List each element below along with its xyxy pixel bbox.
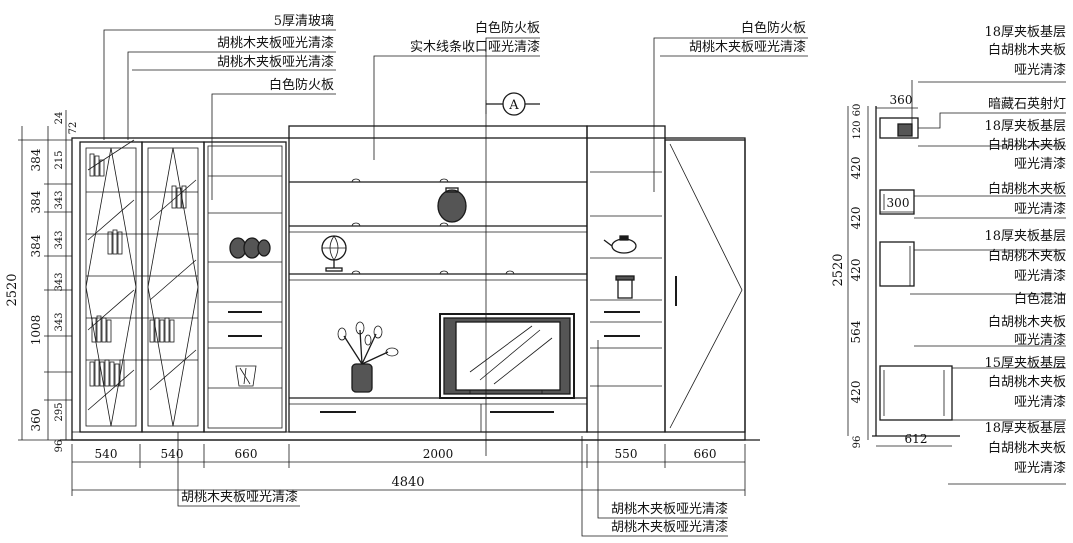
label-fireproof-left: 白色防火板 — [269, 77, 334, 93]
section-label-11: 白胡桃木夹板 — [988, 248, 1066, 264]
label-walnut-bottom-left: 胡桃木夹板哑光清漆 — [181, 489, 298, 505]
section-dim-420-4: 420 — [849, 381, 863, 404]
label-glass: 5厚清玻璃 — [274, 14, 334, 29]
dim-height-96: 96 — [54, 440, 65, 453]
dim-height-343-1: 343 — [54, 190, 65, 209]
section-label-17: 白胡桃木夹板 — [988, 374, 1066, 390]
left-shelf-unit — [203, 141, 287, 433]
label-walnut-1: 胡桃木夹板哑光清漆 — [217, 35, 334, 51]
dim-width-6: 660 — [694, 447, 717, 461]
basket-icon — [235, 365, 257, 387]
dim-width-4: 2000 — [423, 447, 454, 461]
label-walnut-bottom-2: 胡桃木夹板哑光清漆 — [611, 519, 728, 535]
dim-width-3: 660 — [235, 447, 258, 461]
globe-icon — [321, 235, 347, 272]
section-dim-360: 360 — [890, 93, 913, 107]
section-dim-300: 300 — [887, 196, 910, 210]
label-walnut-right: 胡桃木夹板哑光清漆 — [689, 39, 806, 55]
section-dim-120: 120 — [852, 120, 863, 139]
cabinet-outline — [71, 137, 746, 441]
section-label-8: 白胡桃木夹板 — [988, 181, 1066, 197]
dim-total-width: 4840 — [391, 475, 424, 490]
section-label-20: 白胡桃木夹板 — [988, 440, 1066, 456]
section-marker-a: A — [485, 92, 540, 456]
section-label-15: 哑光清漆 — [1014, 332, 1066, 348]
dim-height-384-2: 384 — [29, 190, 43, 213]
books-icon — [89, 153, 187, 387]
dim-height-384-3: 384 — [29, 234, 43, 257]
section-label-13: 白色混油 — [1014, 291, 1066, 307]
width-dimensions: 540 540 660 2000 550 660 4840 — [71, 444, 746, 496]
label-walnut-bottom-1: 胡桃木夹板哑光清漆 — [611, 501, 728, 517]
section-label-2: 白胡桃木夹板 — [988, 42, 1066, 58]
section-label-10: 18厚夹板基层 — [984, 229, 1066, 244]
section-dim-96: 96 — [852, 436, 863, 449]
dim-height-343-4: 343 — [54, 312, 65, 331]
dim-width-5: 550 — [615, 447, 638, 461]
section-dim-total: 2520 — [831, 253, 846, 286]
section-label-9: 哑光清漆 — [1014, 201, 1066, 217]
height-dimensions: 24 72 384 215 384 343 384 343 1008 343 3… — [5, 110, 79, 452]
section-label-1: 18厚夹板基层 — [984, 25, 1066, 40]
dim-height-24: 24 — [54, 112, 65, 125]
section-dim-420-2: 420 — [849, 207, 863, 230]
dim-height-343-3: 343 — [54, 272, 65, 291]
section-label-19: 18厚夹板基层 — [984, 421, 1066, 436]
teapot-icon — [603, 235, 637, 254]
section-view: 360 300 612 60 120 420 420 420 564 420 9… — [831, 25, 1066, 485]
vase-icon — [437, 187, 467, 223]
dim-height-72: 72 — [68, 122, 79, 135]
dim-height-295: 295 — [54, 402, 65, 421]
section-label-4: 暗藏石英射灯 — [988, 96, 1066, 112]
label-fireproof-right: 白色防火板 — [741, 20, 806, 36]
section-dim-612: 612 — [905, 432, 928, 446]
section-label-7: 哑光清漆 — [1014, 156, 1066, 172]
dim-width-2: 540 — [161, 447, 184, 461]
tv-section — [288, 125, 588, 433]
section-label-3: 哑光清漆 — [1014, 62, 1066, 78]
tv-icon — [439, 313, 575, 399]
section-label-5: 18厚夹板基层 — [984, 119, 1066, 134]
canister-icon — [615, 275, 635, 299]
leader-lines — [103, 29, 808, 537]
dim-height-215: 215 — [54, 150, 65, 169]
label-walnut-2: 胡桃木夹板哑光清漆 — [217, 54, 334, 70]
right-shelf-unit — [586, 125, 666, 433]
section-dim-60: 60 — [852, 104, 863, 117]
dim-height-1008: 1008 — [29, 315, 43, 346]
section-labels: 18厚夹板基层 白胡桃木夹板 哑光清漆 暗藏石英射灯 18厚夹板基层 白胡桃木夹… — [984, 25, 1066, 476]
label-solidwood: 实木线条收口哑光清漆 — [410, 39, 540, 55]
section-label-18: 哑光清漆 — [1014, 394, 1066, 410]
right-door-cabinet — [664, 139, 746, 433]
dim-height-360: 360 — [29, 409, 43, 432]
section-label-21: 哑光清漆 — [1014, 460, 1066, 476]
section-label-14: 白胡桃木夹板 — [988, 314, 1066, 330]
section-label-12: 哑光清漆 — [1014, 268, 1066, 284]
glass-cabinet — [79, 139, 205, 433]
dim-width-1: 540 — [95, 447, 118, 461]
decor-jars-icon — [229, 237, 271, 259]
label-fireproof-mid: 白色防火板 — [475, 20, 540, 36]
section-label-6: 白胡桃木夹板 — [988, 137, 1066, 153]
flower-vase-icon — [337, 321, 399, 393]
section-dim-420-3: 420 — [849, 259, 863, 282]
section-label-16: 15厚夹板基层 — [984, 356, 1066, 371]
section-marker-label: A — [508, 98, 519, 113]
elevation-view: A 5厚清玻璃 胡桃木夹板哑光清漆 胡桃木夹板哑光清漆 白色防火板 白色防火板 … — [5, 14, 808, 537]
section-dim-420-1: 420 — [849, 157, 863, 180]
dim-height-384-1: 384 — [29, 148, 43, 171]
dim-height-343-2: 343 — [54, 230, 65, 249]
dim-total-height: 2520 — [5, 273, 20, 306]
section-dim-564: 564 — [849, 320, 863, 343]
